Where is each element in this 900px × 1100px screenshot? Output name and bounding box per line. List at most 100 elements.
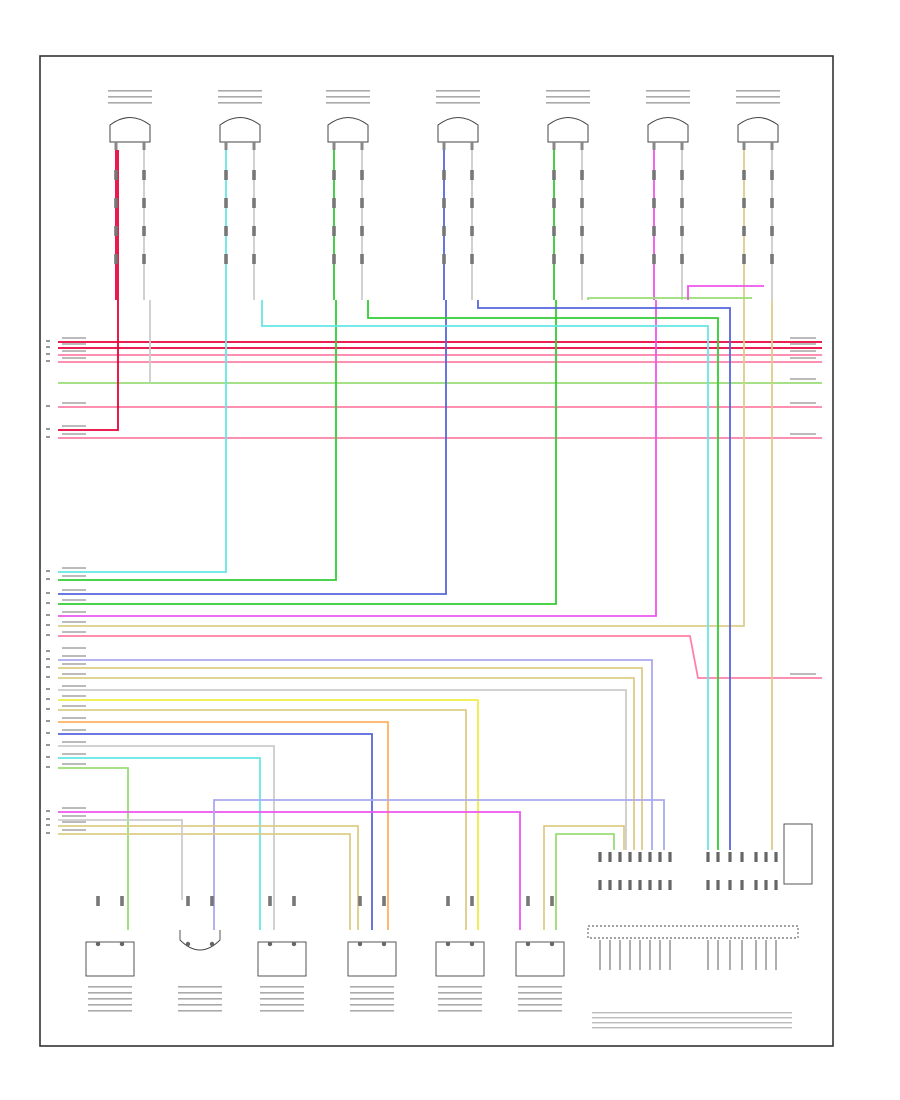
component-label-line	[218, 96, 262, 98]
component-label-line	[646, 90, 690, 92]
component-label-line	[438, 986, 482, 988]
wire-splice-mark	[526, 896, 530, 906]
lower-run-6	[58, 709, 467, 930]
component-label-line	[260, 1010, 304, 1012]
component-label-line	[518, 992, 562, 994]
wire-splice-mark	[552, 170, 556, 180]
component-label-line	[326, 96, 370, 98]
wire-splice-mark	[332, 170, 336, 180]
component-label-line	[108, 90, 152, 92]
wire-splice-mark	[332, 226, 336, 236]
wire-splice-mark	[360, 254, 364, 264]
connector-pin	[770, 142, 774, 150]
green-drop	[58, 300, 337, 581]
ecm-label-line	[592, 1017, 792, 1019]
connector-pin	[652, 142, 656, 150]
wire-splice-mark	[552, 254, 556, 264]
wire-splice-mark	[114, 198, 118, 208]
ecm-label-line	[592, 1027, 792, 1029]
wire-splice-mark	[224, 226, 228, 236]
ecm-pin	[598, 880, 602, 890]
wire-tag-right	[790, 350, 816, 352]
component-label-line	[88, 992, 132, 994]
component-label-line	[88, 986, 132, 988]
ecm-pin	[668, 880, 672, 890]
tan-drop	[58, 300, 745, 627]
top-component-2	[218, 90, 262, 264]
wire-tag-left	[62, 647, 86, 649]
wire-tag-left	[62, 753, 86, 755]
bottom-component-4	[347, 896, 397, 1012]
ecm-pin	[754, 880, 758, 890]
wire-tag-left	[62, 807, 86, 809]
wire-splice-mark	[142, 226, 146, 236]
wire-splice-mark	[652, 226, 656, 236]
ecm-label-line	[592, 1012, 792, 1014]
wire-splice-mark	[680, 170, 684, 180]
component-label-line	[88, 1004, 132, 1006]
ecm-pin	[598, 852, 602, 862]
component-label-line	[646, 96, 690, 98]
terminal-dot	[381, 941, 387, 947]
wire-splice-mark	[292, 896, 296, 906]
ecm-pin	[658, 880, 662, 890]
component-body	[435, 941, 485, 977]
pin-number-mark	[46, 346, 50, 348]
wire-tag-left	[62, 589, 86, 591]
component-label-line	[546, 102, 590, 104]
wire-splice-mark	[360, 198, 364, 208]
lower-run-9	[58, 745, 275, 930]
wire-tag-right	[790, 343, 816, 345]
wire-splice-mark	[114, 170, 118, 180]
component-label-line	[436, 102, 480, 104]
component-label-line	[646, 102, 690, 104]
terminal-dot	[549, 941, 555, 947]
pin-number-mark	[46, 570, 50, 572]
top-component-3	[326, 90, 370, 264]
connector-pin	[360, 142, 364, 150]
pin-number-mark	[46, 614, 50, 616]
wire-splice-mark	[770, 198, 774, 208]
wire-splice-mark	[252, 254, 256, 264]
ecm-pin	[618, 880, 622, 890]
wire-splice-mark	[550, 896, 554, 906]
cyan-drop	[58, 300, 227, 573]
wire-splice-mark	[252, 170, 256, 180]
wire-tag-left	[62, 337, 86, 339]
wire-splice-mark	[358, 896, 362, 906]
component-label-line	[350, 998, 394, 1000]
wire-tag-right	[790, 357, 816, 359]
ecm-pin	[716, 852, 720, 862]
component-label-line	[736, 90, 780, 92]
bottom-component-2	[178, 896, 222, 1012]
wire-splice-mark	[96, 896, 100, 906]
component-label-line	[326, 102, 370, 104]
wire-tag-left	[62, 705, 86, 707]
component-label-line	[178, 1010, 222, 1012]
wire-tag-left	[62, 729, 86, 731]
terminal-dot	[185, 941, 191, 947]
wire-splice-mark	[442, 170, 446, 180]
bottom-component-5	[435, 896, 485, 1012]
ecm-pin	[740, 852, 744, 862]
wire-splice-mark	[652, 254, 656, 264]
pin-number-mark	[46, 602, 50, 604]
component-label-line	[350, 992, 394, 994]
wire-tag-left	[62, 685, 86, 687]
wire-splice-mark	[114, 254, 118, 264]
wire-splice-mark	[360, 226, 364, 236]
wire-splice-mark	[770, 226, 774, 236]
wire-splice-mark	[742, 198, 746, 208]
component-label-line	[260, 986, 304, 988]
wire-tag-right	[790, 433, 816, 435]
ecm-pin	[764, 852, 768, 862]
connector-pin	[742, 142, 746, 150]
wire-tag-left	[62, 402, 86, 404]
pin-number-mark	[46, 810, 50, 812]
component-label-line	[88, 998, 132, 1000]
component-label-line	[178, 986, 222, 988]
pin-number-mark	[46, 756, 50, 758]
ecm-pin	[774, 880, 778, 890]
wire-splice-mark	[680, 226, 684, 236]
diagram-frame	[39, 55, 834, 1047]
